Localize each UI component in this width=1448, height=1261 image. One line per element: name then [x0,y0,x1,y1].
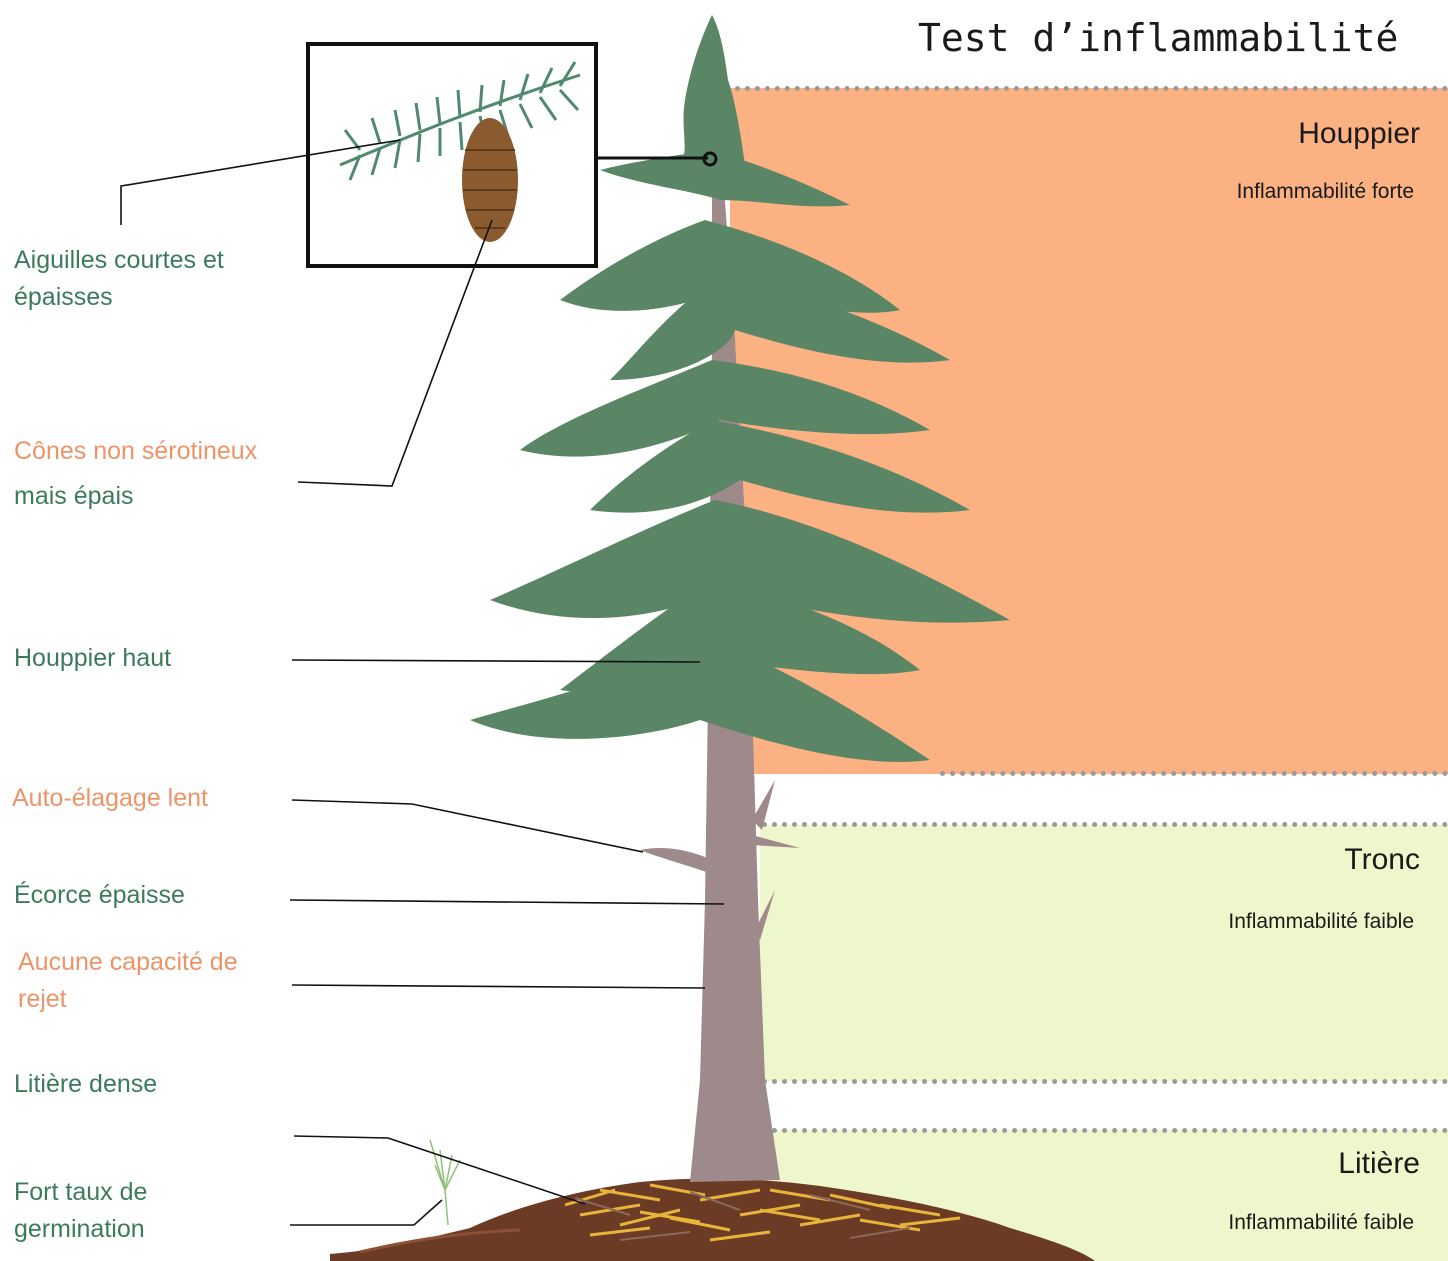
litter-zone-title: Litière [1338,1147,1420,1180]
soil-mound [330,1178,1095,1261]
crown-bottom-border [940,771,1448,776]
foliage [470,15,1010,762]
leader-lines [120,139,725,1226]
high-crown-label: Houppier haut [14,644,172,672]
trunk-top-border [762,822,1448,827]
branch-stub [640,848,712,874]
cones-label: Cônes non sérotineux [14,437,258,465]
page-title: Test d’inflammabilité [918,16,1399,60]
germination-label: Fort taux de germination [14,1178,148,1243]
crown-zone-flammability: Inflammabilité forte [1236,180,1414,203]
crown-zone-title: Houppier [1298,117,1420,150]
litter-top-border [762,1128,1448,1133]
bark-label: Écorce épaisse [14,881,185,909]
crown-top-border [735,86,1448,91]
trunk-zone-flammability: Inflammabilité faible [1228,910,1414,933]
needles-label: Aiguilles courtes et épaisses [14,246,224,311]
inset-frame [306,42,598,268]
litter-zone-flammability: Inflammabilité faible [1228,1211,1414,1234]
self-pruning-label: Auto-élagage lent [12,784,208,812]
trunk-zone [760,825,1448,1081]
dense-litter-label: Litière dense [14,1070,158,1098]
cones-label-2: mais épais [14,482,134,510]
seedling [429,1139,461,1226]
trunk-zone-title: Tronc [1344,843,1420,876]
resprout-label: Aucune capacité de rejet [18,948,238,1013]
trunk-bottom-border [762,1079,1448,1084]
